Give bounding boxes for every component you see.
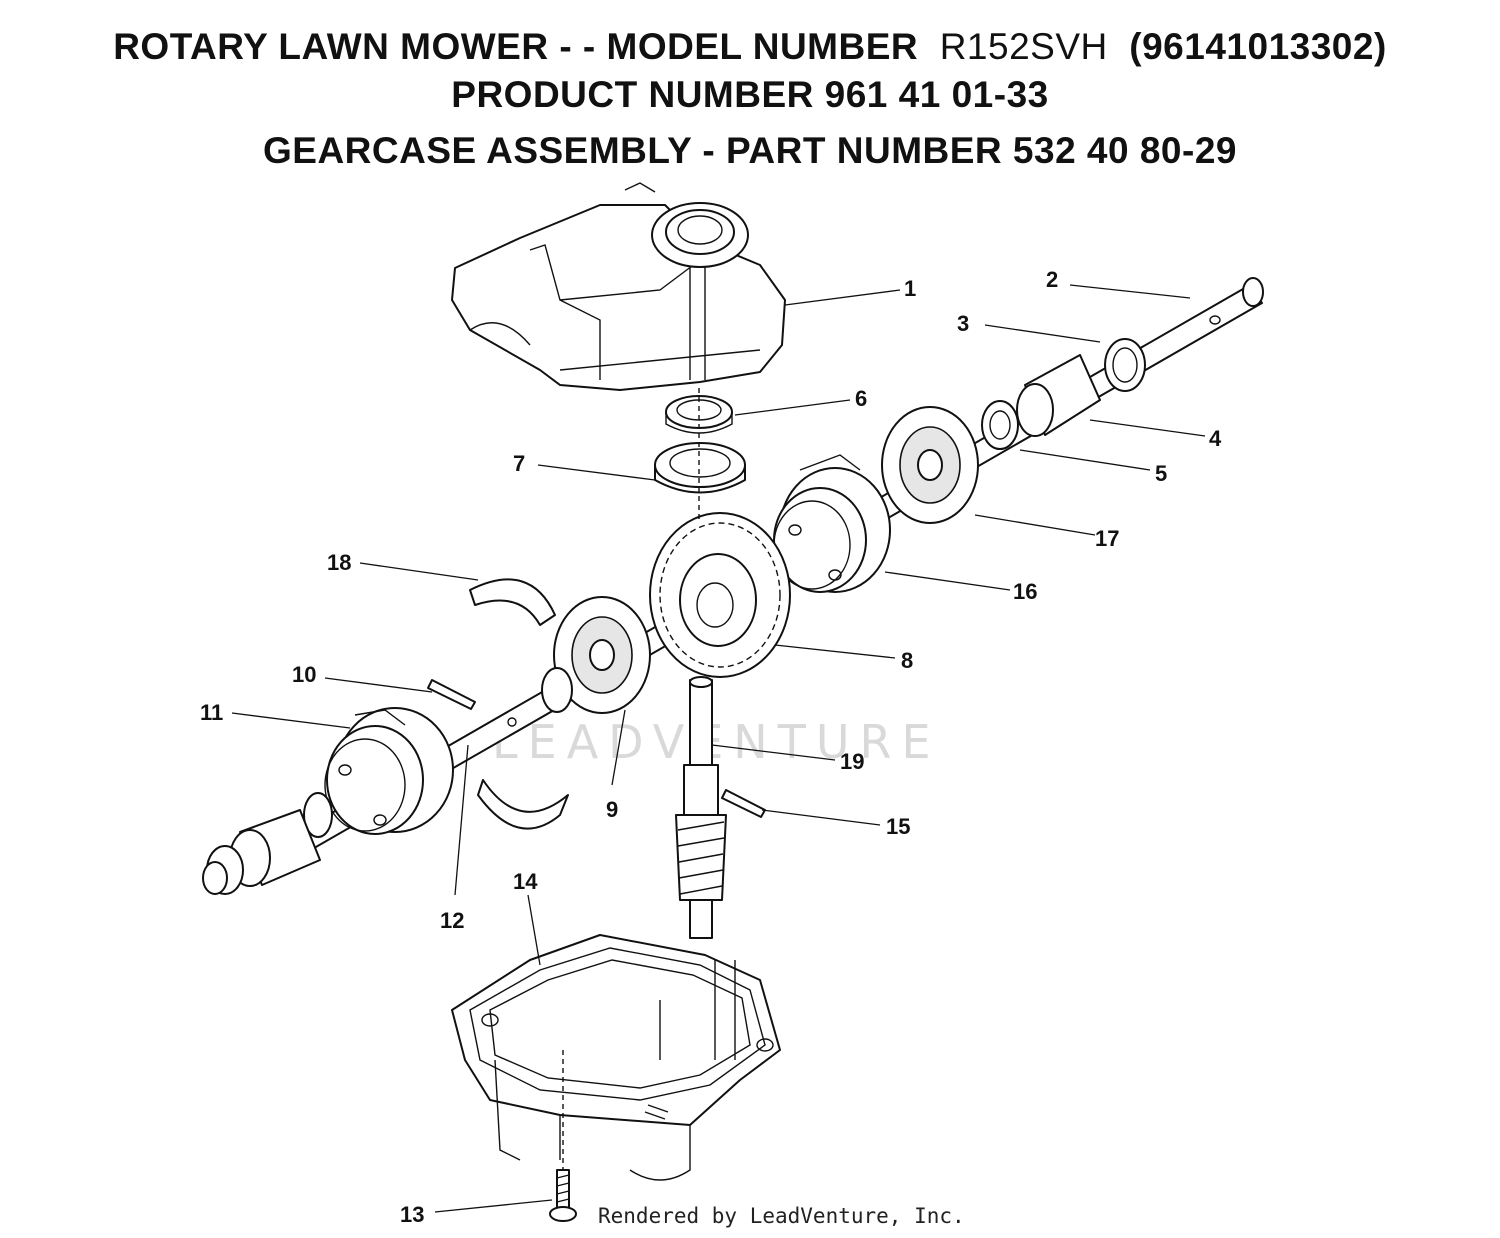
part-18-thrust-shell-lower	[477, 779, 569, 830]
watermark: LEADVENTURE	[492, 715, 941, 769]
callout-18: 18	[327, 550, 351, 575]
part-1-upper-housing	[451, 182, 786, 391]
part-3-collar	[1104, 338, 1146, 392]
part-9-clutch-dog	[553, 596, 651, 714]
footer-credit: Rendered by LeadVenture, Inc.	[598, 1204, 965, 1228]
title-line-2: PRODUCT NUMBER 961 41 01-33	[451, 74, 1049, 115]
part-13-screw	[549, 1050, 577, 1222]
title-prefix: ROTARY LAWN MOWER - - MODEL NUMBER	[113, 26, 919, 67]
callout-12: 12	[440, 908, 464, 933]
callout-9: 9	[606, 797, 618, 822]
part-15-pin	[721, 789, 766, 818]
part-8-gear	[649, 512, 791, 678]
callout-8: 8	[901, 648, 913, 673]
left-bushing	[202, 792, 333, 895]
callout-5: 5	[1155, 461, 1167, 486]
leader-lines	[231, 284, 1206, 1213]
callout-16: 16	[1013, 579, 1037, 604]
callout-19: 19	[840, 749, 864, 774]
part-10-pin	[427, 679, 476, 710]
title-line-1: ROTARY LAWN MOWER - - MODEL NUMBER R152S…	[0, 26, 1500, 68]
part-5-washer	[981, 400, 1019, 450]
callout-14: 14	[513, 869, 538, 894]
callout-11: 11	[200, 700, 223, 725]
callout-2: 2	[1046, 267, 1058, 292]
callout-1: 1	[904, 276, 916, 301]
callout-13: 13	[400, 1202, 424, 1227]
model-code: (96141013302)	[1129, 26, 1387, 67]
part-19-worm-shaft	[675, 676, 727, 939]
part-17-clutch-dog	[881, 406, 979, 524]
callout-10: 10	[292, 662, 316, 687]
model-number: R152SVH	[939, 26, 1108, 67]
part-11-drive-pulley	[324, 707, 454, 835]
thrust-washer	[541, 667, 573, 713]
callout-7: 7	[513, 451, 525, 476]
part-7-bearing	[654, 442, 746, 494]
callout-4: 4	[1209, 426, 1222, 451]
part-16-drive-pulley	[773, 454, 891, 593]
part-4-bushing	[1016, 354, 1101, 437]
callout-17: 17	[1095, 526, 1119, 551]
callout-15: 15	[886, 814, 910, 839]
callout-3: 3	[957, 311, 969, 336]
part-18-thrust-shell-upper	[469, 578, 556, 626]
part-14-lower-housing	[451, 934, 781, 1181]
callout-6: 6	[855, 386, 867, 411]
title-line-3: GEARCASE ASSEMBLY - PART NUMBER 532 40 8…	[263, 130, 1237, 171]
